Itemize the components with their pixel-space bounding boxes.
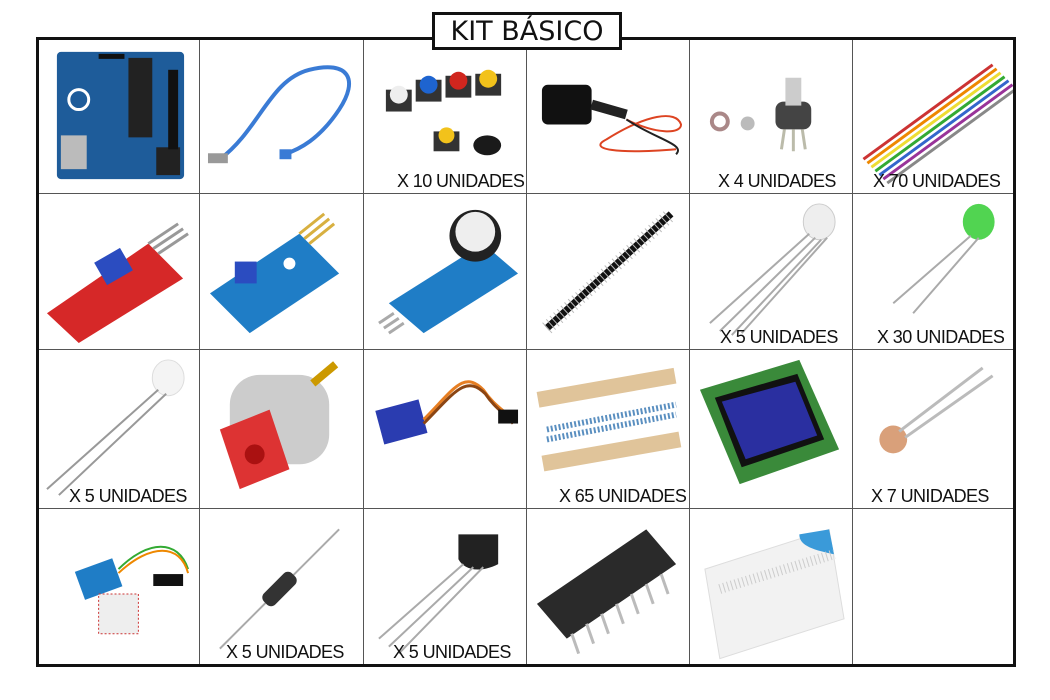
- transistor-image: [378, 534, 499, 655]
- cell-ldr: X 7 UNIDADES: [853, 350, 1013, 509]
- jumper-wires-image: [862, 63, 1013, 185]
- cell-empty: [853, 509, 1013, 664]
- cell-servo-motor: [364, 350, 527, 509]
- cell-potentiometer: X 4 UNIDADES: [690, 40, 853, 194]
- quantity-label: X 5 UNIDADES: [226, 642, 344, 662]
- rgb-led-image: [709, 203, 836, 336]
- buzzer-module-image: [378, 209, 519, 335]
- cell-shift-register-ic: [527, 509, 690, 664]
- cell-arduino-uno: [39, 40, 200, 194]
- resistors-image: [536, 367, 682, 472]
- breadboard-image: [704, 528, 845, 660]
- cell-led-matrix-module: [39, 509, 200, 664]
- quantity-label: X 10 UNIDADES: [397, 171, 525, 191]
- cell-buzzer-module: [364, 194, 527, 350]
- page-title: KIT BÁSICO: [432, 12, 622, 50]
- potentiometer-image: [709, 77, 812, 152]
- quantity-label: X 5 UNIDADES: [393, 642, 511, 662]
- dc-motor-image: [219, 361, 339, 490]
- cell-dc-motor: [200, 350, 364, 509]
- cell-diode: X 5 UNIDADES: [200, 509, 364, 664]
- cell-touch-sensor-module: [200, 194, 364, 350]
- push-buttons-image: [385, 69, 502, 156]
- cell-jumper-wires: X 70 UNIDADES: [853, 40, 1013, 194]
- quantity-label: X 30 UNIDADES: [877, 327, 1005, 347]
- diode-image: [219, 528, 340, 650]
- kit-grid: X 10 UNIDADES X 4 UNIDADES X 70: [36, 37, 1016, 667]
- cell-green-led: X 30 UNIDADES: [853, 194, 1013, 350]
- cell-breadboard: [690, 509, 853, 664]
- cell-usb-cable: [200, 40, 364, 194]
- cell-lcd-display: [690, 350, 853, 509]
- quantity-label: X 5 UNIDADES: [69, 486, 187, 506]
- quantity-label: X 65 UNIDADES: [559, 486, 687, 506]
- usb-cable-image: [207, 65, 351, 164]
- quantity-label: X 70 UNIDADES: [873, 171, 1001, 191]
- sensor-module-image: [46, 222, 189, 344]
- cell-push-buttons: X 10 UNIDADES: [364, 40, 527, 194]
- cell-rgb-led: X 5 UNIDADES: [690, 194, 853, 350]
- ic-chip-image: [536, 529, 677, 655]
- cell-transistor: X 5 UNIDADES: [364, 509, 527, 664]
- cell-sound-sensor-module: [39, 194, 200, 350]
- cell-ir-led: X 5 UNIDADES: [39, 350, 200, 509]
- pin-header-image: [542, 208, 676, 334]
- ir-led-image: [46, 359, 185, 496]
- green-led-image: [892, 203, 995, 314]
- arduino-board-image: [56, 51, 185, 180]
- sensor-module-image: [209, 212, 340, 334]
- quantity-label: X 7 UNIDADES: [871, 486, 989, 506]
- lcd-display-image: [699, 359, 840, 485]
- cell-resistors: X 65 UNIDADES: [527, 350, 690, 509]
- cell-battery-clip: [527, 40, 690, 194]
- led-matrix-image: [74, 545, 190, 635]
- battery-clip-image: [541, 84, 683, 155]
- cell-pin-header: [527, 194, 690, 350]
- servo-motor-image: [375, 380, 519, 445]
- ldr-image: [879, 366, 994, 454]
- quantity-label: X 4 UNIDADES: [718, 171, 836, 191]
- quantity-label: X 5 UNIDADES: [720, 327, 838, 347]
